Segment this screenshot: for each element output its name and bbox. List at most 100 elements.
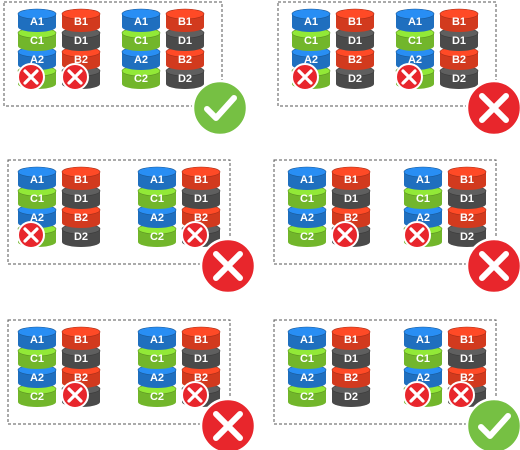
disk-label: A1	[300, 174, 314, 186]
disk-label: C1	[300, 193, 314, 205]
disk-label: B2	[74, 54, 88, 66]
disk-label: C2	[150, 231, 164, 243]
disk-cylinder-icon: A1	[287, 166, 327, 190]
disk-label: A2	[408, 54, 422, 66]
disk-label: B2	[178, 54, 192, 66]
disk-label: B1	[74, 16, 88, 28]
disk-cylinder-icon: A1	[137, 326, 177, 350]
disk-label: A1	[416, 174, 430, 186]
disk-label: A1	[30, 334, 44, 346]
disk-label: B2	[194, 212, 208, 224]
disk-label: D1	[348, 35, 362, 47]
scenario-frame	[273, 319, 497, 425]
disk-label: B2	[74, 372, 88, 384]
disk-label: C1	[150, 353, 164, 365]
disk-cylinder-icon: A1	[403, 326, 443, 350]
disk-cylinder-icon: A1	[17, 326, 57, 350]
disk-cylinder-icon: B1	[331, 166, 371, 190]
disk-cylinder-icon: A1	[17, 8, 57, 32]
scenario-4: C2A2C1A1D2B2D1B1C2A2C1A1D2B2D1B1	[273, 159, 520, 295]
disk-label: B1	[74, 174, 88, 186]
failed-disk-x-icon	[17, 221, 45, 249]
disk-label: D1	[74, 353, 88, 365]
disk-label: B2	[460, 372, 474, 384]
disk-label: B1	[348, 16, 362, 28]
disk-label: A2	[30, 372, 44, 384]
disk-label: D1	[344, 193, 358, 205]
scenario-2: C2A2C1A1D2B2D1B1C2A2C1A1D2B2D1B1	[277, 1, 520, 137]
disk-cylinder-icon: B1	[61, 326, 101, 350]
disk-cylinder-icon: B1	[181, 326, 221, 350]
scenario-frame	[7, 319, 231, 425]
disk-label: D1	[74, 35, 88, 47]
failed-disk-x-icon	[403, 381, 431, 409]
disk-label: D2	[74, 231, 88, 243]
disk-cylinder-icon: B1	[439, 8, 479, 32]
scenario-1: C2A2C1A1D2B2D1B1C2A2C1A1D2B2D1B1	[3, 1, 249, 137]
disk-label: A1	[416, 334, 430, 346]
disk-label: A2	[416, 212, 430, 224]
disk-label: D1	[452, 35, 466, 47]
disk-label: B1	[74, 334, 88, 346]
disk-label: B1	[194, 174, 208, 186]
failed-disk-x-icon	[181, 221, 209, 249]
disk-label: D2	[178, 73, 192, 85]
disk-label: C1	[304, 35, 318, 47]
disk-cylinder-icon: A1	[291, 8, 331, 32]
disk-cylinder-icon: D1	[447, 185, 487, 209]
disk-label: A2	[300, 212, 314, 224]
disk-label: B1	[178, 16, 192, 28]
disk-label: A2	[30, 212, 44, 224]
disk-label: A1	[300, 334, 314, 346]
disk-label: C1	[30, 193, 44, 205]
disk-label: C1	[300, 353, 314, 365]
scenario-6: C2A2C1A1D2B2D1B1C2A2C1A1D2B2D1B1	[273, 319, 520, 450]
disk-label: B1	[344, 334, 358, 346]
disk-cylinder-icon: B1	[335, 8, 375, 32]
disk-cylinder-icon: D2	[61, 223, 101, 247]
array-failed-x-icon	[199, 397, 257, 450]
failed-disk-x-icon	[291, 63, 319, 91]
disk-label: B1	[460, 174, 474, 186]
disk-cylinder-icon: B1	[61, 166, 101, 190]
disk-label: B2	[194, 372, 208, 384]
failed-disk-x-icon	[447, 381, 475, 409]
disk-label: C2	[150, 391, 164, 403]
array-failed-x-icon	[199, 237, 257, 295]
disk-label: A1	[134, 16, 148, 28]
disk-cylinder-icon: A1	[395, 8, 435, 32]
disk-cylinder-icon: B1	[61, 8, 101, 32]
disk-cylinder-icon: D2	[335, 65, 375, 89]
disk-label: C1	[134, 35, 148, 47]
disk-cylinder-icon: B1	[165, 8, 205, 32]
disk-label: B2	[74, 212, 88, 224]
failed-disk-x-icon	[61, 381, 89, 409]
disk-cylinder-icon: B1	[447, 326, 487, 350]
disk-cylinder-icon: B1	[447, 166, 487, 190]
disk-label: A1	[150, 334, 164, 346]
disk-label: D1	[194, 193, 208, 205]
disk-label: A1	[408, 16, 422, 28]
scenario-frame	[7, 159, 231, 265]
disk-label: C1	[416, 193, 430, 205]
disk-label: C1	[416, 353, 430, 365]
scenario-frame	[277, 1, 497, 107]
disk-label: D1	[460, 353, 474, 365]
disk-label: A2	[300, 372, 314, 384]
disk-cylinder-icon: A1	[121, 8, 161, 32]
scenario-frame	[3, 1, 223, 107]
